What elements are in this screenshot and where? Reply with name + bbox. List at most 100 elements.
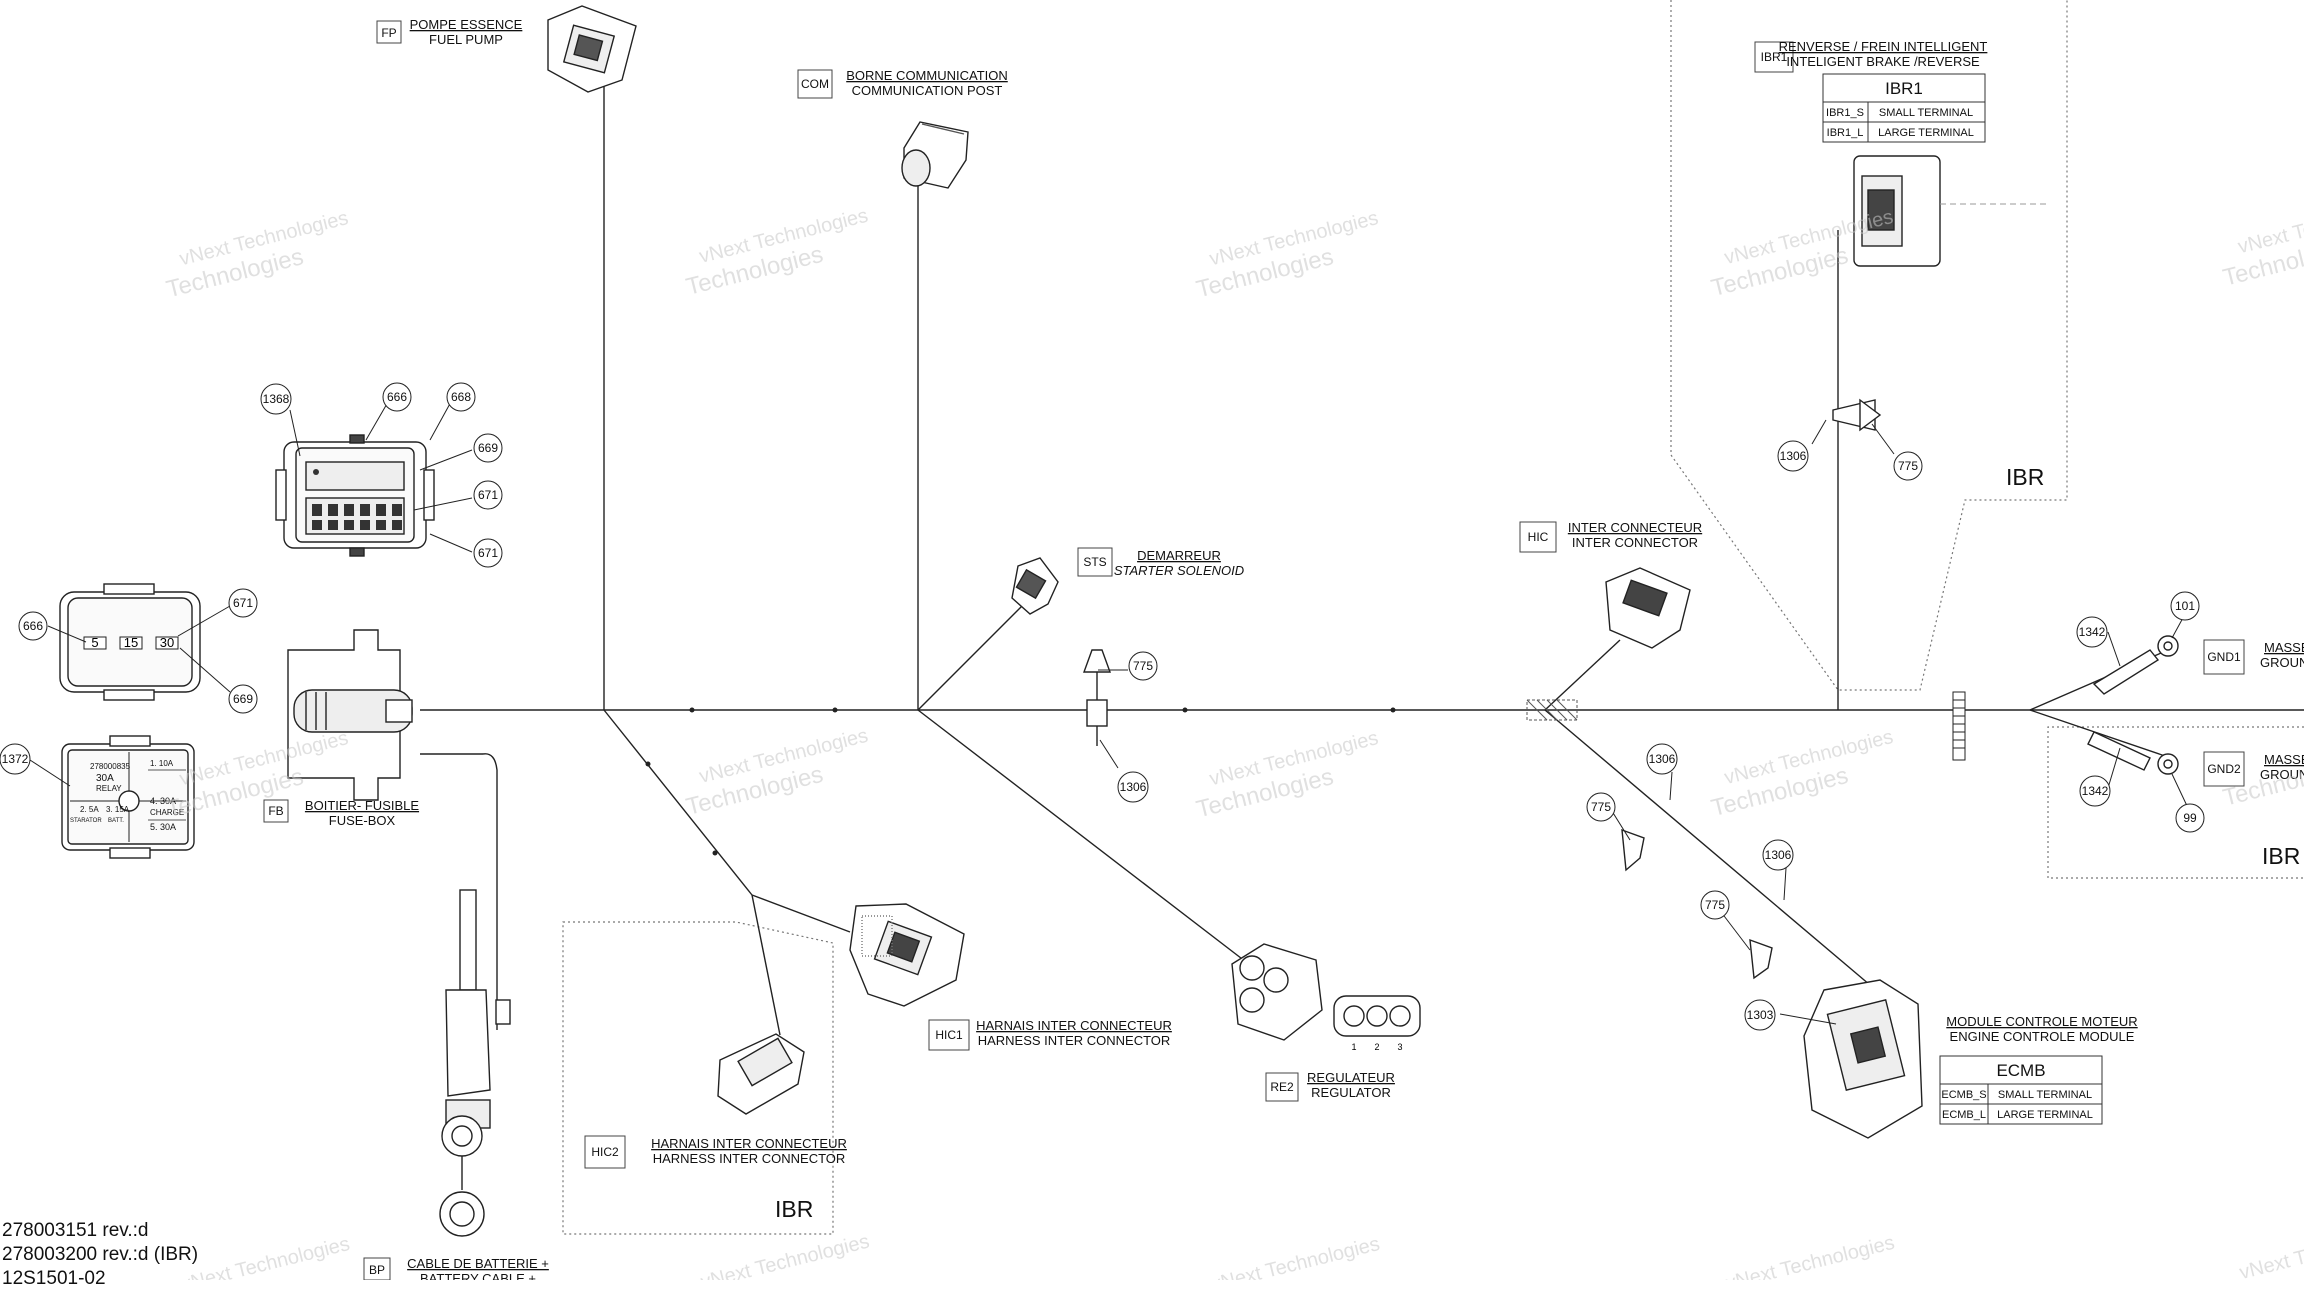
- ecmb-label-fr: MODULE CONTROLE MOTEUR: [1946, 1014, 2137, 1029]
- re2-label-en: REGULATOR: [1311, 1085, 1391, 1100]
- ibr1-table-title: IBR1: [1885, 79, 1923, 98]
- ref-1306-b: 1306: [1780, 449, 1807, 463]
- harness-sleeve: [1952, 691, 1966, 761]
- ecm-drawing: [1803, 979, 1923, 1139]
- ibr1-connector-drawing: [1853, 155, 2050, 267]
- ref-101: 101: [2175, 599, 2195, 613]
- trunk-clips: [645, 707, 1396, 856]
- revision-line-2: 278003200 rev.:d (IBR): [2, 1244, 199, 1265]
- regulator-pin-2: 2: [1374, 1042, 1379, 1052]
- gnd2-label-fr: MASSE: [2264, 752, 2304, 767]
- ref-1342-b: 1342: [2082, 784, 2109, 798]
- svg-text:vNext Technologies: vNext Technologies: [698, 1231, 871, 1280]
- svg-text:vNext Technologies: vNext Technologies: [179, 1233, 352, 1280]
- hic1-label-en: HARNESS INTER CONNECTOR: [978, 1033, 1171, 1048]
- hic2-label-fr: HARNAIS INTER CONNECTEUR: [651, 1136, 847, 1151]
- gnd2-code: GND2: [2207, 762, 2241, 776]
- component-labels: POMPE ESSENCE FUEL PUMP BORNE COMMUNICAT…: [305, 17, 2138, 1280]
- communication-post-drawing: [901, 121, 969, 189]
- ibr-zone-top: [1670, 0, 2068, 691]
- battery-cable-drawing: [439, 889, 511, 1237]
- code-box-text: FP COM IBR1 STS HIC FB HIC1 HIC2 RE2 GND…: [268, 26, 2241, 1277]
- com-label-fr: BORNE COMMUNICATION: [846, 68, 1008, 83]
- ecmb-row1-desc: SMALL TERMINAL: [1998, 1089, 2092, 1101]
- hic1-label-fr: HARNAIS INTER CONNECTEUR: [976, 1018, 1172, 1033]
- gnd1-label-fr: MASSE: [2264, 640, 2304, 655]
- re2-code: RE2: [1270, 1080, 1294, 1094]
- ibr-zone-ground: [2047, 726, 2304, 879]
- svg-text:vNext Technologies: vNext Technologies: [1724, 1232, 1897, 1280]
- ref-1306-a: 1306: [1120, 780, 1147, 794]
- ibr-zone-hic2-label: IBR: [775, 1196, 813, 1222]
- hic2-label-en: HARNESS INTER CONNECTOR: [653, 1151, 846, 1166]
- svg-text:RELAY: RELAY: [96, 784, 122, 793]
- harness-wires: [420, 70, 2304, 1036]
- ref-775-d: 775: [1705, 898, 1725, 912]
- svg-text:CHARGE: CHARGE: [150, 808, 184, 817]
- regulator-pin-socket: [1333, 995, 1421, 1037]
- ibr1-row1-code: IBR1_S: [1826, 107, 1864, 119]
- svg-text:BATT.: BATT.: [108, 818, 124, 824]
- terminal-775-drawings: [1083, 398, 1882, 980]
- ref-666-a: 666: [387, 390, 407, 404]
- starter-solenoid-drawing: [1011, 557, 1059, 615]
- ref-668: 668: [451, 390, 471, 404]
- ibr1-label-en: INTELIGENT BRAKE /REVERSE: [1786, 54, 1980, 69]
- regulator-pin-3: 3: [1397, 1042, 1402, 1052]
- ecmb-row2-desc: LARGE TERMINAL: [1997, 1109, 2093, 1121]
- svg-text:15: 15: [124, 635, 138, 650]
- fuse-box-connector-drawing: [287, 629, 413, 801]
- ref-666-b: 666: [23, 619, 43, 633]
- ibr1-row2-code: IBR1_L: [1827, 127, 1864, 139]
- ref-1303: 1303: [1747, 1008, 1774, 1022]
- ref-671-b: 671: [478, 546, 498, 560]
- ref-1368: 1368: [263, 392, 290, 406]
- svg-text:1. 10A: 1. 10A: [150, 759, 174, 768]
- ref-775-c: 775: [1591, 800, 1611, 814]
- ibr-zone-ground-label: IBR: [2262, 843, 2300, 869]
- ref-1372: 1372: [2, 752, 29, 766]
- svg-text:3. 15A: 3. 15A: [106, 805, 130, 814]
- ibr-zone-hic2: [562, 921, 834, 1235]
- gnd1-code: GND1: [2207, 650, 2241, 664]
- regulator-drawing: [1231, 943, 1323, 1041]
- revision-line-1: 278003151 rev.:d: [2, 1220, 149, 1241]
- ref-bubble-numbers: 1368 666 668 669 671 671 666 671 669 137…: [2, 390, 2197, 1022]
- ibr1-code: IBR1: [1761, 50, 1788, 64]
- svg-text:4. 30A: 4. 30A: [150, 796, 176, 806]
- svg-text:5: 5: [91, 635, 98, 650]
- ref-bubbles: [0, 382, 2205, 1031]
- fuel-pump-connector-drawing: [547, 5, 637, 93]
- fb-code: FB: [268, 804, 283, 818]
- hic-label-fr: INTER CONNECTEUR: [1568, 520, 1702, 535]
- com-label-en: COMMUNICATION POST: [852, 83, 1003, 98]
- svg-text:vNext Technologies: vNext Technologies: [1209, 1233, 1382, 1280]
- svg-text:STARATOR: STARATOR: [70, 818, 102, 824]
- ref-671-c: 671: [233, 596, 253, 610]
- fb-label-fr: BOITIER- FUSIBLE: [305, 798, 419, 813]
- ref-669-b: 669: [233, 692, 253, 706]
- fuse-box-top-drawing: [275, 434, 435, 557]
- ibr1-row1-desc: SMALL TERMINAL: [1879, 107, 1973, 119]
- svg-text:30: 30: [160, 635, 174, 650]
- ref-671-a: 671: [478, 488, 498, 502]
- sts-label-fr: DEMARREUR: [1137, 548, 1221, 563]
- fp-code: FP: [381, 26, 396, 40]
- bp-label-fr: CABLE DE BATTERIE +: [407, 1256, 549, 1271]
- ecmb-label-en: ENGINE CONTROLE MODULE: [1950, 1029, 2135, 1044]
- svg-text:5. 30A: 5. 30A: [150, 822, 176, 832]
- ecmb-row2-code: ECMB_L: [1942, 1109, 1986, 1121]
- sts-code: STS: [1083, 555, 1106, 569]
- ibr1-row2-desc: LARGE TERMINAL: [1878, 127, 1974, 139]
- bp-code: BP: [369, 1263, 385, 1277]
- ecmb-table: [1939, 1055, 2103, 1125]
- fuse-box-plate-text: 278000835 30A RELAY 1. 10A 4. 30A CHARGE…: [70, 759, 184, 832]
- regulator-pin-1: 1: [1351, 1042, 1356, 1052]
- svg-text:30A: 30A: [96, 773, 114, 784]
- ecmb-row1-code: ECMB_S: [1941, 1089, 1986, 1101]
- harness-inter-connector-2-drawing: [717, 1033, 805, 1115]
- ibr-zone-top-label: IBR: [2006, 464, 2044, 490]
- com-code: COM: [801, 77, 829, 91]
- bp-label-en: BATTERY CABLE +: [420, 1271, 536, 1280]
